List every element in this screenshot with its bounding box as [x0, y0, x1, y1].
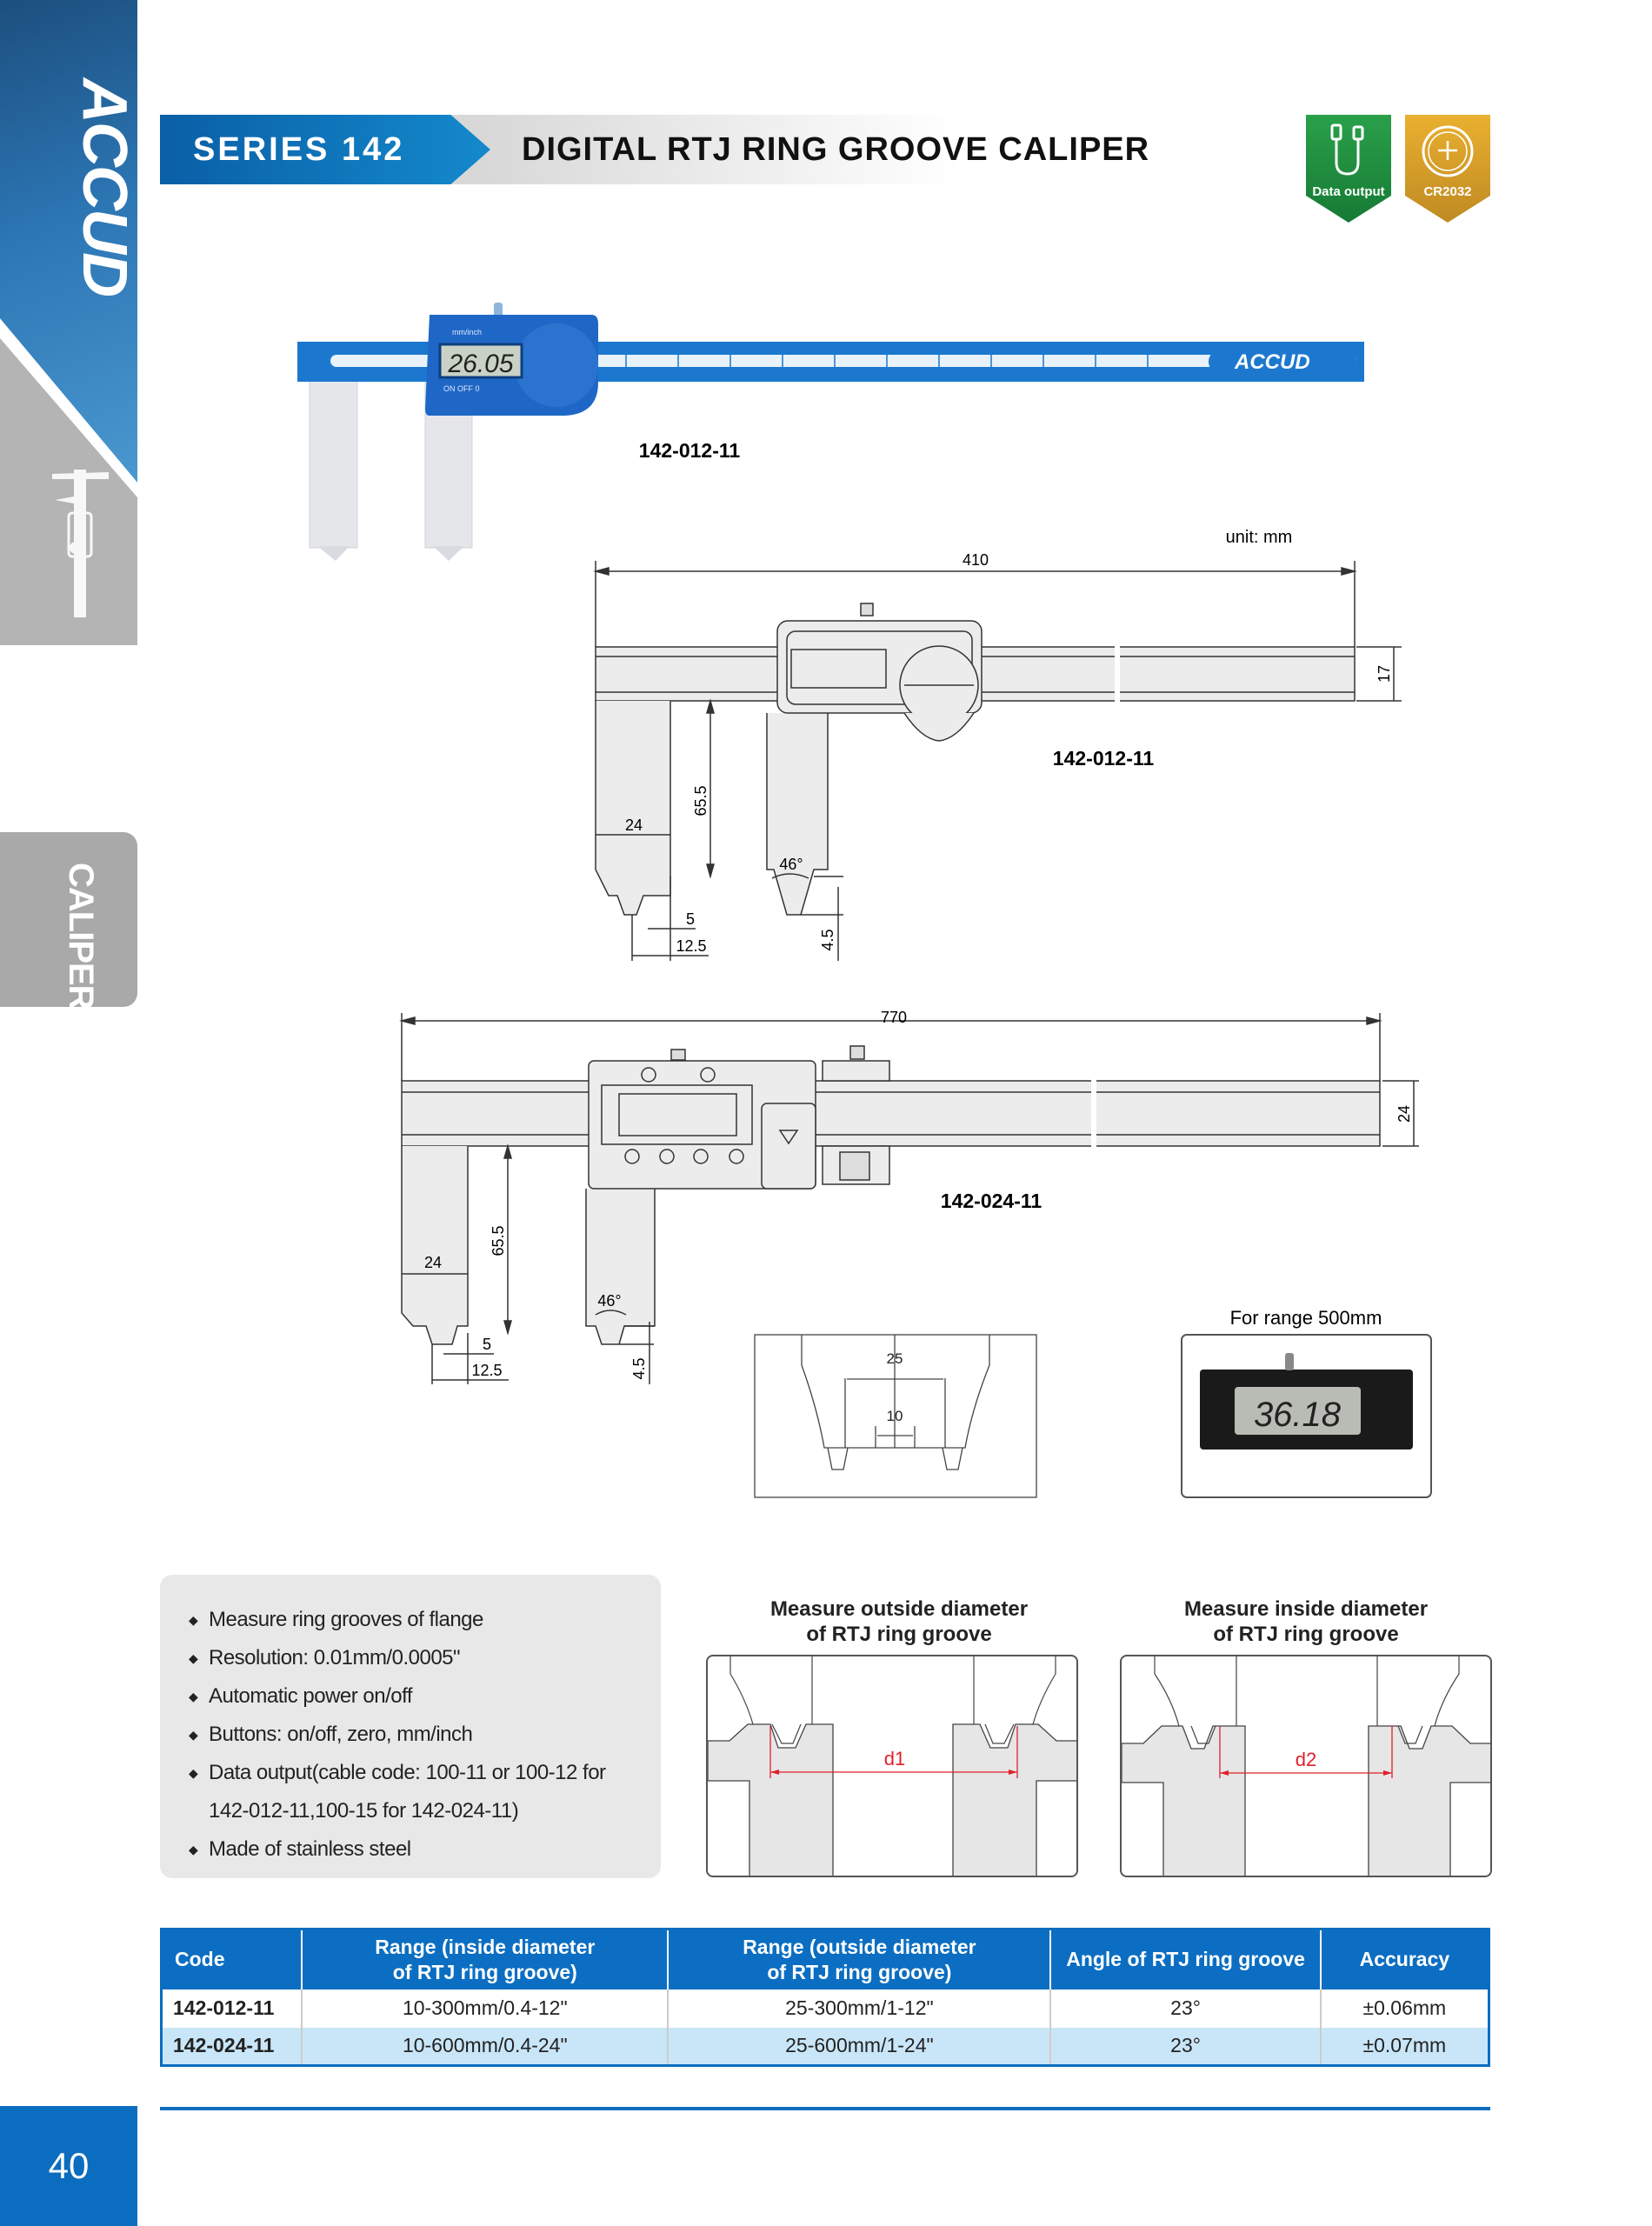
cell-accuracy: ±0.06mm: [1319, 1989, 1489, 2028]
feature-item-continued: 142-012-11,100-15 for 142-024-11): [209, 1799, 519, 1823]
tip-detail-inset: 25 10: [754, 1334, 1037, 1498]
table-row: 142-012-11 10-300mm/0.4-12" 25-300mm/1-1…: [162, 1989, 1489, 2028]
col-range-inside: Range (inside diameter of RTJ ring groov…: [301, 1929, 669, 1989]
feature-item: Data output(cable code: 100-11 or 100-12…: [189, 1754, 661, 1792]
cell-angle: 23°: [1049, 2027, 1321, 2066]
dim-jaw-length: 65.5: [692, 785, 709, 816]
dim-beam-height: 17: [1376, 665, 1393, 683]
dim-tip-height: 4.5: [819, 929, 836, 950]
drawing2-model-label: 142-024-11: [941, 1190, 1042, 1212]
dim-tip-height-2: 4.5: [630, 1357, 648, 1379]
cell-code: 142-024-11: [161, 2027, 303, 2066]
feature-item: Resolution: 0.01mm/0.0005": [189, 1639, 661, 1677]
spec-table: Code Range (inside diameter of RTJ ring …: [160, 1928, 1490, 2067]
photo-model-label: 142-012-11: [639, 439, 741, 462]
dim-angle-2: 46°: [597, 1292, 621, 1310]
dim-angle: 46°: [779, 856, 803, 873]
photo-unit-button-label: mm/inch: [452, 328, 482, 337]
data-output-badge: Data output: [1306, 115, 1391, 223]
measure-inside-diagram: d2: [1120, 1655, 1492, 1877]
caliper-photo: ACCUD 26.05 mm/inch ON OFF 0: [297, 303, 1364, 561]
cell-accuracy: ±0.07mm: [1319, 2027, 1489, 2066]
dim-d2: d2: [1296, 1749, 1316, 1770]
col-code: Code: [161, 1929, 303, 1989]
drawing-142-012-11: unit: mm 410 65.5 24 5 12.5 4.5 46° 17: [593, 528, 1402, 961]
photo-lcd-value: 26.05: [447, 350, 513, 378]
col-range-outside: Range (outside diameter of RTJ ring groo…: [667, 1929, 1051, 1989]
caliper-silhouette-icon: [52, 470, 109, 617]
range-500-photo: 36.18: [1181, 1334, 1432, 1498]
feature-item: Buttons: on/off, zero, mm/inch: [189, 1716, 661, 1754]
feature-item: Automatic power on/off: [189, 1677, 661, 1716]
table-row: 142-024-11 10-600mm/0.4-24" 25-600mm/1-2…: [161, 2027, 1489, 2066]
range-photo-lcd: 36.18: [1254, 1396, 1342, 1434]
series-label: SERIES 142: [160, 115, 490, 184]
drawing-142-024-11: 770 65.5 24 5 12.5 4.5 46° 24: [399, 1009, 1419, 1384]
page-number: 40: [0, 2106, 137, 2226]
range-photo-caption: For range 500mm: [1230, 1307, 1382, 1329]
cell-range-inside: 10-300mm/0.4-12": [301, 1989, 669, 2028]
section-tab-caliper[interactable]: CALIPER: [0, 832, 137, 1010]
table-header-row: Code Range (inside diameter of RTJ ring …: [161, 1929, 1489, 1989]
drawing1-model-label: 142-012-11: [1053, 747, 1155, 770]
measure-outside-diagram: d1: [706, 1655, 1078, 1877]
dim-tip: 5: [686, 910, 695, 928]
cell-angle: 23°: [1049, 1989, 1321, 2028]
beam-logo: ACCUD: [1234, 350, 1310, 374]
inset-dim-inner: 10: [887, 1408, 903, 1424]
cr2032-battery-badge: CR2032: [1405, 115, 1490, 223]
cell-range-outside: 25-600mm/1-24": [667, 2027, 1051, 2066]
battery-coin-icon: [1422, 125, 1474, 177]
col-accuracy: Accuracy: [1319, 1929, 1489, 1989]
usb-cable-icon: [1330, 123, 1364, 176]
feature-item: Measure ring grooves of flange: [189, 1601, 661, 1639]
dim-d1: d1: [884, 1748, 905, 1769]
dim-jaw-width-2: 24: [424, 1254, 442, 1271]
feature-list: Measure ring grooves of flange Resolutio…: [160, 1575, 661, 1878]
scale-ticks: [625, 355, 1149, 367]
dim-tip-2: 5: [483, 1336, 491, 1353]
unit-label: unit: mm: [1226, 528, 1293, 547]
dim-jaw-width: 24: [625, 816, 643, 834]
cell-range-outside: 25-300mm/1-12": [667, 1989, 1051, 2028]
cell-code: 142-012-11: [173, 1996, 275, 2019]
dim-length: 410: [963, 551, 989, 569]
dim-jaw-length-2: 65.5: [490, 1225, 507, 1256]
cell-range-inside: 10-600mm/0.4-24": [301, 2027, 669, 2066]
dim-length-2: 770: [881, 1009, 907, 1026]
photo-button-labels: ON OFF 0: [443, 384, 480, 393]
footer-rule: [160, 2107, 1490, 2110]
col-angle: Angle of RTJ ring groove: [1049, 1929, 1321, 1989]
technical-drawings: ACCUD 26.05 mm/inch ON OFF 0 142-012-11 …: [297, 303, 1432, 1498]
dim-beam-height-2: 24: [1396, 1105, 1413, 1123]
dim-tip-offset: 12.5: [676, 937, 706, 955]
feature-item: Made of stainless steel: [189, 1830, 661, 1869]
dim-tip-offset-2: 12.5: [471, 1362, 502, 1379]
inset-dim-outer: 25: [887, 1350, 903, 1367]
page-title: DIGITAL RTJ RING GROOVE CALIPER: [522, 131, 1150, 168]
